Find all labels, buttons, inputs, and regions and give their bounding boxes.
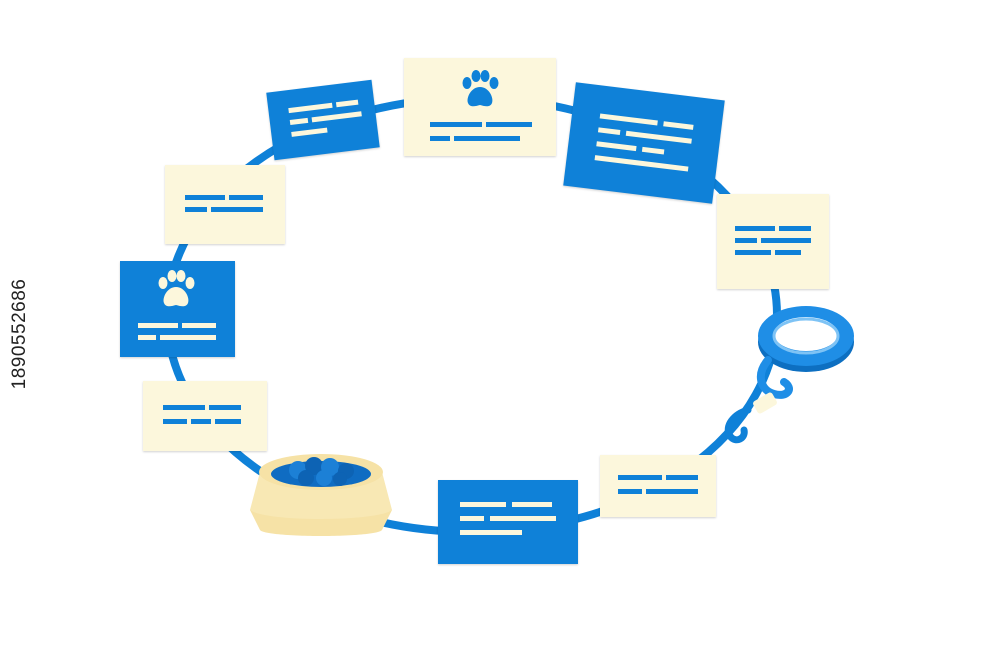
text-line — [311, 111, 362, 123]
text-line — [594, 155, 689, 172]
text-line — [460, 516, 484, 521]
text-line — [599, 113, 658, 126]
stock-id-label: 1890552686 — [0, 0, 40, 667]
text-line — [288, 102, 333, 114]
step-card-1 — [266, 79, 380, 161]
text-line — [735, 250, 771, 255]
step-card-6 — [438, 480, 578, 564]
text-line — [191, 419, 211, 424]
paw-print-icon — [158, 270, 195, 307]
text-line — [335, 99, 359, 108]
text-line — [163, 405, 205, 410]
text-line — [641, 146, 665, 155]
text-line — [289, 117, 309, 126]
text-line — [430, 122, 482, 127]
step-card-4 — [717, 194, 829, 289]
stock-id-text: 1890552686 — [9, 278, 30, 389]
text-line — [291, 127, 328, 137]
text-line — [512, 502, 552, 507]
paw-print-icon — [462, 70, 499, 107]
food-bowl-icon — [250, 454, 392, 536]
text-line — [182, 323, 216, 328]
text-line — [597, 127, 621, 135]
text-line — [663, 121, 694, 130]
text-line — [735, 238, 757, 243]
text-line — [185, 195, 225, 200]
text-line — [779, 226, 811, 231]
text-line — [185, 207, 207, 212]
text-line — [460, 530, 522, 535]
step-card-3 — [563, 82, 725, 204]
text-line — [735, 226, 775, 231]
text-line — [775, 250, 801, 255]
step-card-5 — [600, 455, 716, 517]
text-line — [138, 323, 178, 328]
text-line — [646, 489, 698, 494]
text-line — [430, 136, 450, 141]
text-line — [209, 405, 241, 410]
text-line — [229, 195, 263, 200]
text-line — [486, 122, 532, 127]
text-line — [211, 207, 263, 212]
step-card-7 — [143, 381, 267, 451]
text-line — [138, 335, 156, 340]
text-line — [625, 130, 692, 144]
text-line — [160, 335, 216, 340]
text-line — [618, 489, 642, 494]
text-line — [460, 502, 506, 507]
text-line — [666, 475, 698, 480]
step-card-8 — [120, 261, 235, 357]
text-line — [163, 419, 187, 424]
dog-leash-icon — [724, 306, 854, 444]
text-line — [761, 238, 811, 243]
text-line — [454, 136, 520, 141]
step-card-2 — [404, 58, 556, 156]
step-card-9 — [165, 165, 285, 244]
text-line — [215, 419, 241, 424]
text-line — [618, 475, 662, 480]
text-line — [596, 141, 637, 152]
text-line — [490, 516, 556, 521]
